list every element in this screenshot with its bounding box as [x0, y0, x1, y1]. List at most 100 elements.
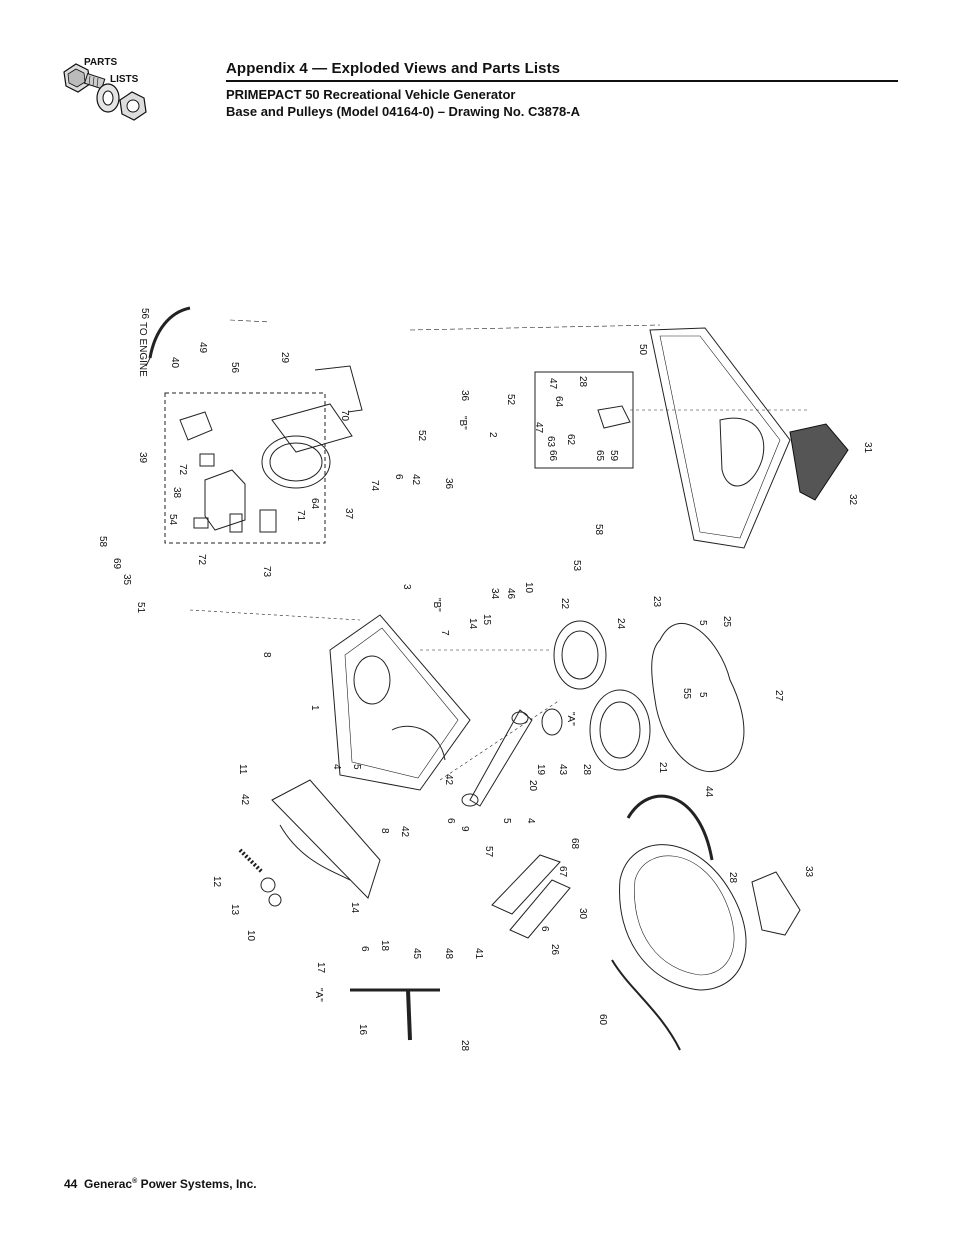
callout-label: 27 — [773, 690, 784, 702]
callout-label: 8 — [261, 652, 272, 658]
company-name: Generac — [84, 1177, 133, 1191]
callout-label: 42 — [410, 474, 421, 486]
callout-label: 43 — [557, 764, 568, 776]
callout-label: 36 — [459, 390, 470, 402]
callout-label: 50 — [637, 344, 648, 356]
callout-label: 55 — [681, 688, 692, 700]
callout-label: 64 — [309, 498, 320, 510]
callout-label: 39 — [137, 452, 148, 464]
callout-label: 6 — [539, 926, 550, 932]
callout-label: 19 — [535, 764, 546, 776]
callout-label: 38 — [171, 487, 182, 499]
callout-label: 17 — [315, 962, 326, 974]
callout-label: 73 — [261, 566, 272, 578]
callout-label: 37 — [343, 508, 354, 520]
callout-label: 67 — [557, 866, 568, 878]
drawing-title: Base and Pulleys (Model 04164-0) – Drawi… — [226, 104, 581, 119]
callout-label: 46 — [505, 588, 516, 600]
callout-label: 6 — [445, 818, 456, 824]
callout-label: 74 — [369, 480, 380, 492]
callout-label: 36 — [443, 478, 454, 490]
callout-label: 12 — [211, 876, 222, 888]
callout-label: 42 — [399, 826, 410, 838]
callout-label: 60 — [597, 1014, 608, 1026]
company-suffix: Power Systems, Inc. — [137, 1177, 257, 1191]
callout-label: 57 — [483, 846, 494, 858]
callout-label: 62 — [565, 434, 576, 446]
callout-label: 71 — [295, 510, 306, 522]
callout-label: 63 — [545, 436, 556, 448]
callout-label: 18 — [379, 940, 390, 952]
callout-label: 58 — [97, 536, 108, 548]
callout-label: 28 — [727, 872, 738, 884]
marker-a-pulley: "A" — [565, 712, 576, 726]
product-title: PRIMEPACT 50 Recreational Vehicle Genera… — [226, 87, 516, 102]
callout-label: 56 — [229, 362, 240, 374]
logo-word-lists: LISTS — [110, 74, 139, 85]
marker-a-bottom: "A" — [313, 988, 324, 1002]
callout-label: 47 — [533, 422, 544, 434]
callout-label: 66 — [547, 450, 558, 462]
callout-label: 1 — [309, 705, 320, 711]
callout-label: 45 — [411, 948, 422, 960]
callout-label: 5 — [697, 620, 708, 626]
callout-label: 23 — [651, 596, 662, 608]
callout-label: 20 — [527, 780, 538, 792]
callout-label: 69 — [111, 558, 122, 570]
callout-label: 28 — [577, 376, 588, 388]
to-engine-label: TO ENGINE — [137, 322, 148, 377]
callout-label: 21 — [657, 762, 668, 774]
callout-label: 28 — [581, 764, 592, 776]
callout-label: 49 — [197, 342, 208, 354]
callout-labels: TO ENGINE 56 49 40 56 29 39 72 38 54 72 … — [97, 308, 873, 1052]
callout-label: 25 — [721, 616, 732, 628]
callout-label: 35 — [121, 574, 132, 586]
callout-label: 5 — [351, 764, 362, 770]
callout-label: 13 — [229, 904, 240, 916]
callout-label: 31 — [862, 442, 873, 454]
parts-lists-logo: PARTS LISTS — [58, 52, 168, 132]
callout-label: 9 — [459, 826, 470, 832]
callout-label: 53 — [571, 560, 582, 572]
callout-label: 29 — [279, 352, 290, 364]
callout-label: 54 — [167, 514, 178, 526]
callout-label: 64 — [553, 396, 564, 408]
callout-label: 44 — [703, 786, 714, 798]
callout-label: 11 — [237, 764, 248, 775]
callout-label: 65 — [594, 450, 605, 462]
callout-label: 48 — [443, 948, 454, 960]
callout-label: 72 — [196, 554, 207, 566]
callout-label: 5 — [697, 692, 708, 698]
callout-label: 24 — [615, 618, 626, 630]
callout-label: 28 — [459, 1040, 470, 1052]
callout-label: 10 — [523, 582, 534, 594]
callout-label: 26 — [549, 944, 560, 956]
marker-b-mid: "B" — [431, 598, 442, 612]
callout-label: 56 — [139, 308, 150, 320]
page-number: 44 — [64, 1177, 78, 1191]
callout-label: 15 — [481, 614, 492, 626]
callout-label: 14 — [467, 618, 478, 630]
callout-label: 5 — [501, 818, 512, 824]
callout-label: 47 — [547, 378, 558, 390]
callout-label: 33 — [803, 866, 814, 878]
callout-label: 40 — [169, 357, 180, 369]
callout-label: 8 — [379, 828, 390, 834]
callout-label: 52 — [505, 394, 516, 406]
callout-label: 22 — [559, 598, 570, 610]
callout-label: 4 — [331, 764, 342, 770]
callout-label: 6 — [359, 946, 370, 952]
callout-label: 34 — [489, 588, 500, 600]
callout-label: 42 — [239, 794, 250, 806]
appendix-title: Appendix 4 — Exploded Views and Parts Li… — [226, 60, 898, 82]
callout-label: 3 — [401, 584, 412, 590]
callout-label: 30 — [577, 908, 588, 920]
callout-label: 6 — [393, 474, 404, 480]
callout-label: 10 — [245, 930, 256, 942]
callout-label: 32 — [847, 494, 858, 506]
callout-label: 41 — [473, 948, 484, 960]
callout-label: 16 — [357, 1024, 368, 1036]
logo-word-parts: PARTS — [84, 57, 117, 68]
callout-label: 14 — [349, 902, 360, 914]
